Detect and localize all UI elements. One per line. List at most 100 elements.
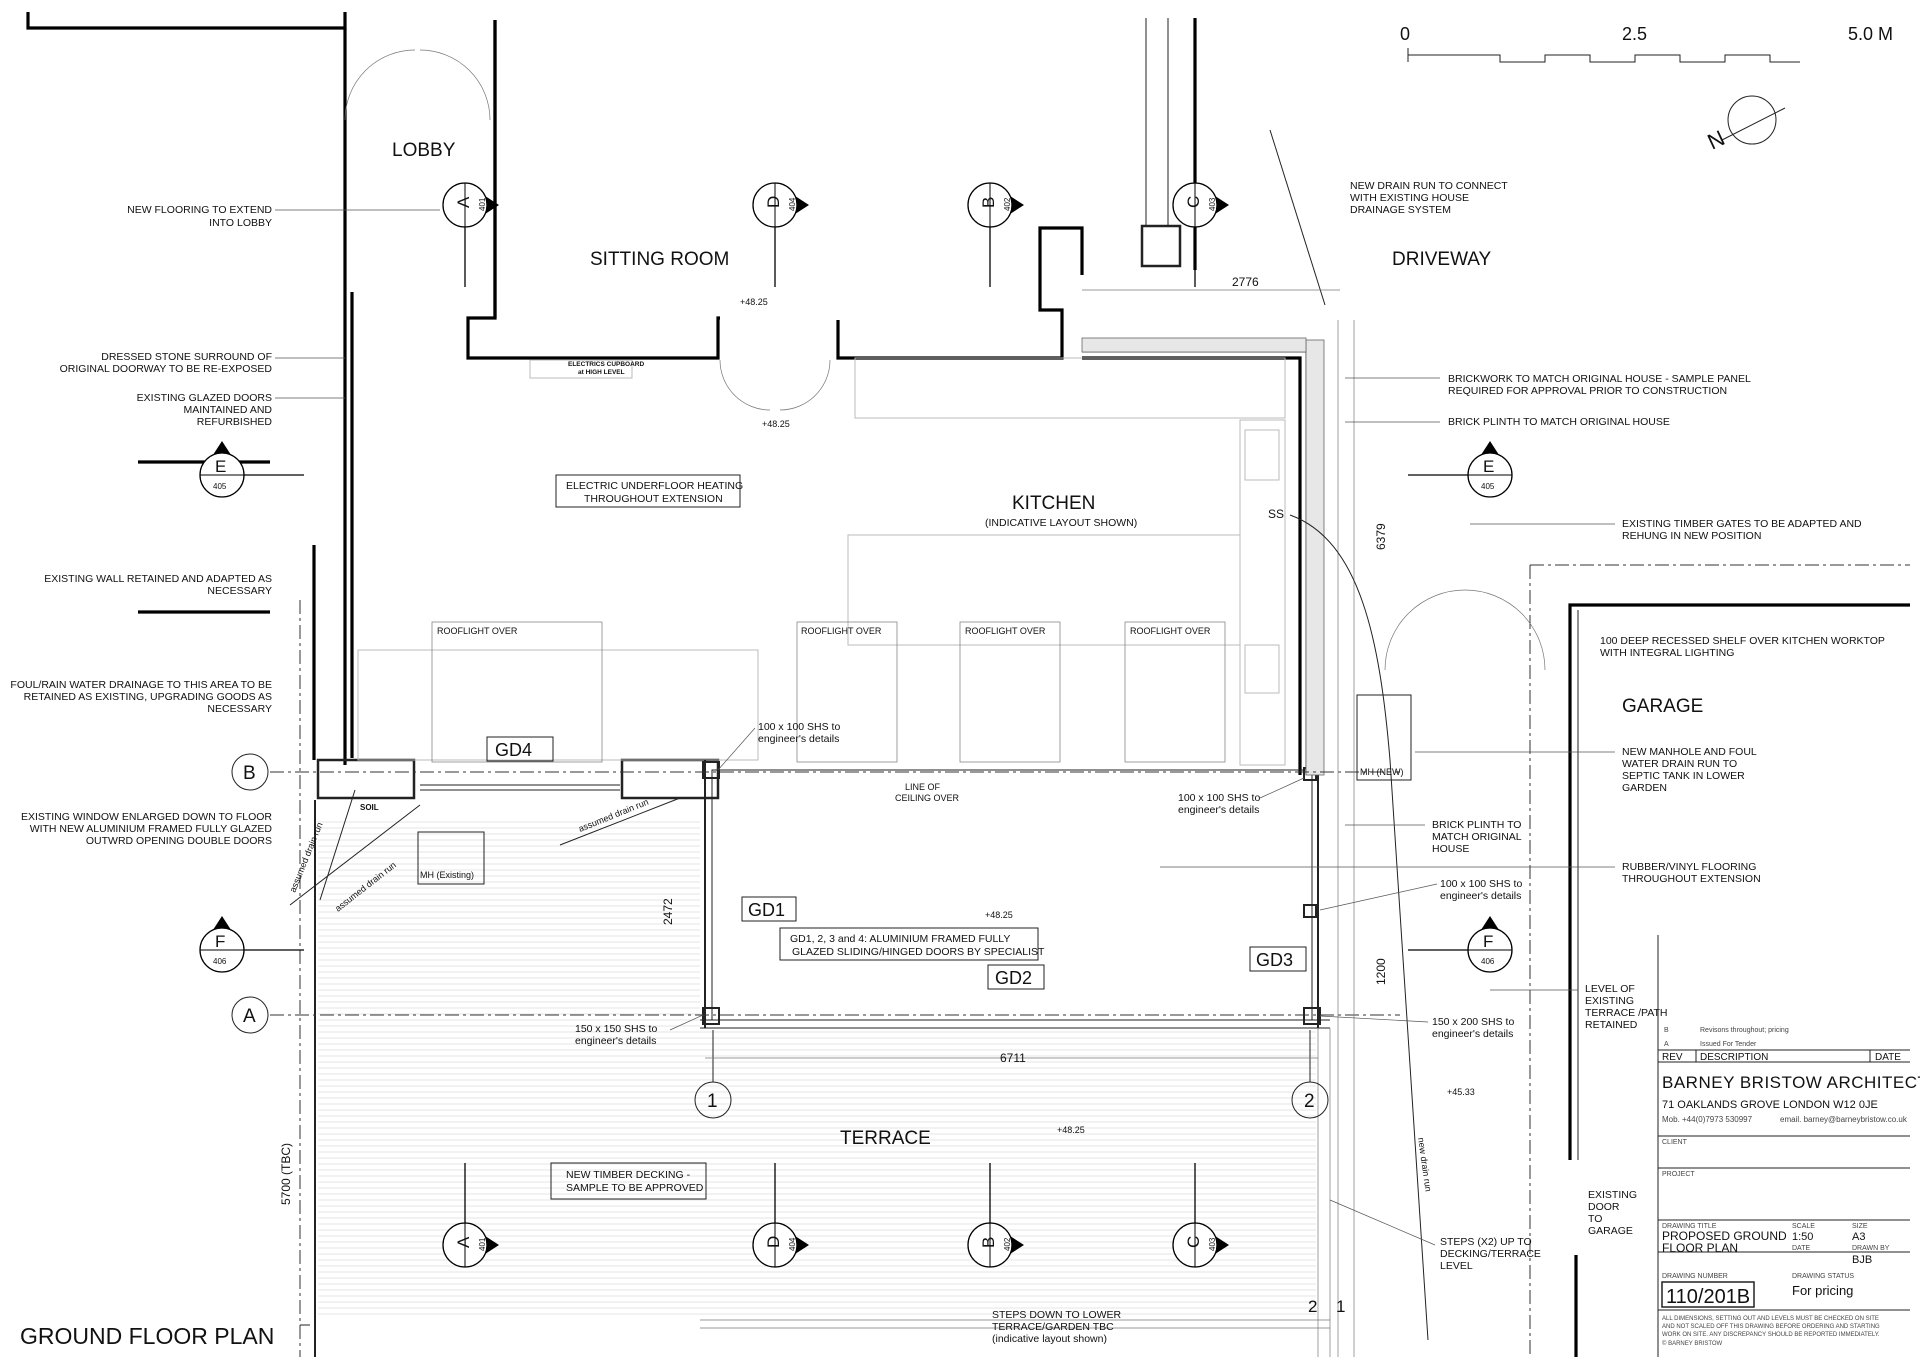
date-label: DATE bbox=[1792, 1245, 1810, 1252]
svg-text:OUTWRD OPENING DOUBLE DOORS: OUTWRD OPENING DOUBLE DOORS bbox=[86, 835, 272, 847]
dt-label: DRAWING TITLE bbox=[1662, 1223, 1717, 1230]
section-number: 403 bbox=[1208, 1237, 1217, 1251]
rev-b-desc: Revisons throughout; pricing bbox=[1700, 1027, 1789, 1034]
svg-text:GD3: GD3 bbox=[1256, 950, 1293, 970]
svg-text:GD4: GD4 bbox=[495, 740, 532, 760]
svg-text:STEPS (X2) UP TO: STEPS (X2) UP TO bbox=[1440, 1236, 1532, 1248]
section-letter: C bbox=[1184, 196, 1203, 208]
grid-label-2b: 2 bbox=[1308, 1297, 1317, 1316]
drawing-number: 110/201B bbox=[1666, 1286, 1750, 1308]
dim-2776: 2776 bbox=[1232, 275, 1259, 289]
section-letter: E bbox=[215, 457, 226, 476]
dim-5700: 5700 (TBC) bbox=[279, 1143, 293, 1205]
level-3: +48.25 bbox=[985, 910, 1013, 920]
svg-text:DRAINAGE SYSTEM: DRAINAGE SYSTEM bbox=[1350, 204, 1451, 216]
svg-text:WITH EXISTING HOUSE: WITH EXISTING HOUSE bbox=[1350, 192, 1469, 204]
electrics-2: at HIGH LEVEL bbox=[578, 369, 625, 376]
heating-box bbox=[555, 474, 741, 508]
room-driveway: DRIVEWAY bbox=[1392, 249, 1492, 270]
notes-left: NEW FLOORING TO EXTEND INTO LOBBY DRESSE… bbox=[10, 204, 440, 847]
drawn-label: DRAWN BY bbox=[1852, 1245, 1890, 1252]
door-tag-gd1: GD1 bbox=[741, 896, 797, 922]
svg-text:FOUL/RAIN WATER DRAINAGE TO TH: FOUL/RAIN WATER DRAINAGE TO THIS AREA TO… bbox=[10, 679, 272, 691]
new-drain-label: new drain run bbox=[1416, 1137, 1433, 1192]
rev-a: A bbox=[1664, 1041, 1669, 1048]
firm-address: 71 OAKLANDS GROVE LONDON W12 0JE bbox=[1662, 1099, 1878, 1111]
grid-bubble-2: 2 bbox=[1304, 1091, 1315, 1112]
rooflights bbox=[431, 621, 1226, 763]
heating-note-1: ELECTRIC UNDERFLOOR HEATING bbox=[566, 480, 743, 492]
svg-text:TERRACE /PATH: TERRACE /PATH bbox=[1585, 1007, 1667, 1019]
level-2: +48.25 bbox=[762, 419, 790, 429]
rooflight-label-1: ROOFLIGHT OVER bbox=[437, 626, 518, 636]
svg-text:RETAINED: RETAINED bbox=[1585, 1019, 1638, 1031]
svg-text:engineer's details: engineer's details bbox=[1440, 890, 1521, 902]
shs-notes: 100 x 100 SHS to engineer's details 100 … bbox=[575, 721, 1522, 1047]
level-4: +48.25 bbox=[1057, 1125, 1085, 1135]
drain-runs bbox=[289, 129, 1429, 1341]
size-value: A3 bbox=[1852, 1231, 1865, 1243]
mh-new-outline bbox=[1356, 694, 1412, 781]
section-letter: C bbox=[1184, 1236, 1203, 1248]
svg-text:DOOR: DOOR bbox=[1588, 1201, 1620, 1213]
drawn-value: BJB bbox=[1852, 1254, 1872, 1266]
drain-label-2: assumed drain run bbox=[333, 860, 398, 914]
svg-text:RETAINED AS EXISTING, UPGRADIN: RETAINED AS EXISTING, UPGRADING GOODS AS bbox=[24, 691, 272, 703]
scale-value: 1:50 bbox=[1792, 1231, 1813, 1243]
ss-label: SS bbox=[1268, 507, 1284, 521]
terrace-decking bbox=[318, 821, 1316, 1315]
section-number: 401 bbox=[478, 197, 487, 211]
svg-text:EXISTING TIMBER GATES TO BE AD: EXISTING TIMBER GATES TO BE ADAPTED AND bbox=[1622, 518, 1862, 530]
project-label: PROJECT bbox=[1662, 1171, 1695, 1178]
brick-hatch bbox=[1081, 337, 1325, 776]
grid-bubbles bbox=[231, 753, 1329, 1119]
section-letter: D bbox=[764, 196, 783, 208]
svg-text:WITH INTEGRAL LIGHTING: WITH INTEGRAL LIGHTING bbox=[1600, 647, 1734, 659]
door-tag-gd3: GD3 bbox=[1249, 946, 1307, 972]
svg-text:DRESSED STONE SURROUND OF: DRESSED STONE SURROUND OF bbox=[101, 351, 272, 363]
section-number: 406 bbox=[1481, 957, 1495, 966]
section-letter: A bbox=[454, 1236, 473, 1248]
scale-bar bbox=[1407, 48, 1800, 63]
dt-2: FLOOR PLAN bbox=[1662, 1241, 1738, 1255]
svg-text:BRICK PLINTH TO MATCH ORIGINAL: BRICK PLINTH TO MATCH ORIGINAL HOUSE bbox=[1448, 416, 1670, 428]
room-lobby: LOBBY bbox=[392, 140, 456, 161]
door-tag-gd4: GD4 bbox=[486, 736, 554, 762]
svg-text:EXISTING WALL RETAINED AND AD: EXISTING WALL RETAINED AND ADAPTED AS bbox=[44, 573, 272, 585]
room-kitchen-sub: (INDICATIVE LAYOUT SHOWN) bbox=[985, 517, 1137, 529]
svg-text:WATER DRAIN RUN TO: WATER DRAIN RUN TO bbox=[1622, 758, 1737, 770]
svg-text:EXISTING GLAZED DOORS: EXISTING GLAZED DOORS bbox=[137, 392, 272, 404]
section-number: 406 bbox=[213, 957, 227, 966]
num-label: DRAWING NUMBER bbox=[1662, 1273, 1728, 1280]
svg-text:(indicative layout shown): (indicative layout shown) bbox=[992, 1333, 1107, 1345]
section-letter: D bbox=[764, 1236, 783, 1248]
svg-text:REFURBISHED: REFURBISHED bbox=[197, 416, 273, 428]
grid-bubble-b: B bbox=[243, 763, 256, 784]
section-number: 402 bbox=[1003, 1237, 1012, 1251]
rev-a-desc: Issued For Tender bbox=[1700, 1041, 1757, 1048]
level-1: +48.25 bbox=[740, 297, 768, 307]
section-number: 402 bbox=[1003, 197, 1012, 211]
notes-right: NEW DRAIN RUN TO CONNECT WITH EXISTING H… bbox=[992, 180, 1885, 1345]
section-marker-c: C 403 bbox=[1172, 1163, 1229, 1268]
mh-new-label: MH (NEW) bbox=[1360, 767, 1404, 777]
copyright: © BARNEY BRISTOW bbox=[1662, 1340, 1723, 1347]
kitchen-layout bbox=[357, 357, 1286, 766]
room-garage: GARAGE bbox=[1622, 696, 1703, 717]
svg-text:150 x 200 SHS to: 150 x 200 SHS to bbox=[1432, 1016, 1514, 1028]
svg-text:100 x 100 SHS to: 100 x 100 SHS to bbox=[758, 721, 840, 733]
size-label: SIZE bbox=[1852, 1223, 1868, 1230]
room-sitting: SITTING ROOM bbox=[590, 249, 729, 270]
disclaimer-2: AND NOT SCALED OFF THIS DRAWING BEFORE O… bbox=[1662, 1324, 1880, 1330]
svg-text:GD2: GD2 bbox=[995, 968, 1032, 988]
scale-label-2-5: 2.5 bbox=[1622, 24, 1647, 44]
svg-text:engineer's details: engineer's details bbox=[758, 733, 839, 745]
